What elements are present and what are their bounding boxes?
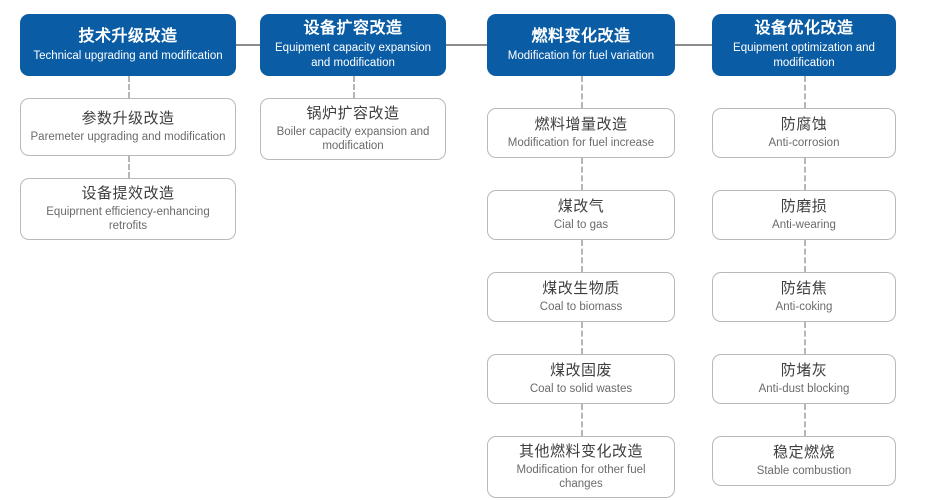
child-title-en: Modification for fuel increase: [507, 136, 655, 149]
child-connector-equipment-optimization-5: [712, 404, 896, 436]
child-node-equipment-optimization-2[interactable]: 防磨损 Anti-wearing: [712, 190, 896, 240]
dashed-line-icon: [804, 404, 806, 436]
header-title-en: Equipment optimization and modification: [733, 42, 875, 69]
child-title-en: Cial to gas: [553, 218, 609, 231]
child-title-cn: 稳定燃烧: [772, 444, 835, 462]
child-node-equipment-optimization-1[interactable]: 防腐蚀 Anti-corrosion: [712, 108, 896, 158]
child-title-cn: 锅炉扩容改造: [306, 105, 400, 122]
child-node-fuel-variation-5[interactable]: 其他燃料变化改造 Modification for other fuel chan…: [487, 436, 675, 499]
header-title-cn: 燃料变化改造: [531, 27, 631, 45]
child-node-equipment-optimization-5[interactable]: 稳定燃烧 Stable combustion: [712, 436, 896, 486]
child-connector-equipment-optimization-1: [712, 76, 896, 108]
child-title-cn: 煤改生物质: [542, 280, 620, 298]
child-connector-equipment-capacity-expansion-1: [260, 76, 446, 98]
child-connector-fuel-variation-3: [487, 240, 675, 272]
column-technical-upgrading: 技术升级改造 Technical upgrading and modificati…: [20, 14, 236, 241]
child-title-en: Coal to solid wastes: [529, 382, 633, 395]
child-connector-technical-upgrading-1: [20, 76, 236, 98]
dashed-line-icon: [581, 404, 583, 436]
child-title-en: Anti-corrosion: [768, 136, 840, 149]
child-connector-equipment-optimization-4: [712, 322, 896, 354]
child-title-en: Anti-dust blocking: [758, 382, 850, 395]
dashed-line-icon: [128, 156, 130, 178]
child-title-cn: 煤改固废: [549, 362, 612, 380]
child-connector-fuel-variation-4: [487, 322, 675, 354]
child-connector-fuel-variation-5: [487, 404, 675, 436]
child-connector-fuel-variation-1: [487, 76, 675, 108]
child-connector-equipment-optimization-3: [712, 240, 896, 272]
dashed-line-icon: [804, 240, 806, 272]
dashed-line-icon: [353, 76, 355, 98]
child-connector-equipment-optimization-2: [712, 158, 896, 190]
child-title-en: Boiler capacity expansion and modificati…: [276, 125, 430, 153]
column-equipment-optimization: 设备优化改造 Equipment optimization and modific…: [712, 14, 896, 486]
child-node-technical-upgrading-2[interactable]: 设备提效改造 Equiprnent efficiency-enhancing re…: [20, 178, 236, 241]
header-node-equipment-capacity-expansion[interactable]: 设备扩容改造 Equipment capacity expansion and m…: [260, 14, 446, 76]
child-title-en: Anti-coking: [775, 300, 833, 313]
header-title-en: Technical upgrading and modification: [33, 49, 223, 62]
header-title-en: Equipment capacity expansion and modific…: [275, 42, 431, 69]
child-title-cn: 防堵灰: [780, 362, 828, 380]
header-title-en: Modification for fuel variation: [507, 49, 655, 62]
child-title-cn: 防结焦: [780, 280, 828, 298]
header-title-cn: 设备扩容改造: [303, 20, 403, 38]
child-node-fuel-variation-2[interactable]: 煤改气 Cial to gas: [487, 190, 675, 240]
dashed-line-icon: [804, 158, 806, 190]
child-title-cn: 设备提效改造: [81, 185, 175, 202]
child-title-en: Paremeter upgrading and modification: [30, 130, 226, 143]
child-title-cn: 防腐蚀: [780, 116, 828, 134]
header-connector-3: [675, 44, 712, 46]
child-title-cn: 参数升级改造: [81, 110, 175, 128]
dashed-line-icon: [804, 76, 806, 108]
child-title-en: Coal to biomass: [539, 300, 623, 313]
child-title-cn: 燃料增量改造: [534, 116, 628, 134]
child-node-equipment-capacity-expansion-1[interactable]: 锅炉扩容改造 Boiler capacity expansion and modi…: [260, 98, 446, 161]
child-title-en: Anti-wearing: [772, 218, 836, 231]
column-fuel-variation: 燃料变化改造 Modification for fuel variation 燃料增…: [487, 14, 675, 499]
child-title-cn: 其他燃料变化改造: [518, 443, 643, 460]
header-title-cn: 技术升级改造: [78, 27, 178, 45]
dashed-line-icon: [581, 76, 583, 108]
header-node-equipment-optimization[interactable]: 设备优化改造 Equipment optimization and modific…: [712, 14, 896, 76]
child-title-cn: 煤改气: [557, 198, 605, 216]
child-node-equipment-optimization-3[interactable]: 防结焦 Anti-coking: [712, 272, 896, 322]
child-node-equipment-optimization-4[interactable]: 防堵灰 Anti-dust blocking: [712, 354, 896, 404]
dashed-line-icon: [804, 322, 806, 354]
dashed-line-icon: [581, 240, 583, 272]
header-title-cn: 设备优化改造: [754, 20, 854, 38]
dashed-line-icon: [128, 76, 130, 98]
child-node-fuel-variation-4[interactable]: 煤改固废 Coal to solid wastes: [487, 354, 675, 404]
header-connector-2: [446, 44, 487, 46]
child-title-en: Equiprnent efficiency-enhancing retrofit…: [46, 205, 210, 233]
header-connector-1: [236, 44, 260, 46]
header-node-fuel-variation[interactable]: 燃料变化改造 Modification for fuel variation: [487, 14, 675, 76]
child-node-technical-upgrading-1[interactable]: 参数升级改造 Paremeter upgrading and modificati…: [20, 98, 236, 156]
child-connector-fuel-variation-2: [487, 158, 675, 190]
header-node-technical-upgrading[interactable]: 技术升级改造 Technical upgrading and modificati…: [20, 14, 236, 76]
child-node-fuel-variation-1[interactable]: 燃料增量改造 Modification for fuel increase: [487, 108, 675, 158]
child-title-en: Modification for other fuel changes: [516, 463, 646, 491]
dashed-line-icon: [581, 322, 583, 354]
child-node-fuel-variation-3[interactable]: 煤改生物质 Coal to biomass: [487, 272, 675, 322]
dashed-line-icon: [581, 158, 583, 190]
child-connector-technical-upgrading-2: [20, 156, 236, 178]
column-equipment-capacity-expansion: 设备扩容改造 Equipment capacity expansion and m…: [260, 14, 446, 161]
child-title-cn: 防磨损: [780, 198, 828, 216]
child-title-en: Stable combustion: [756, 464, 852, 477]
